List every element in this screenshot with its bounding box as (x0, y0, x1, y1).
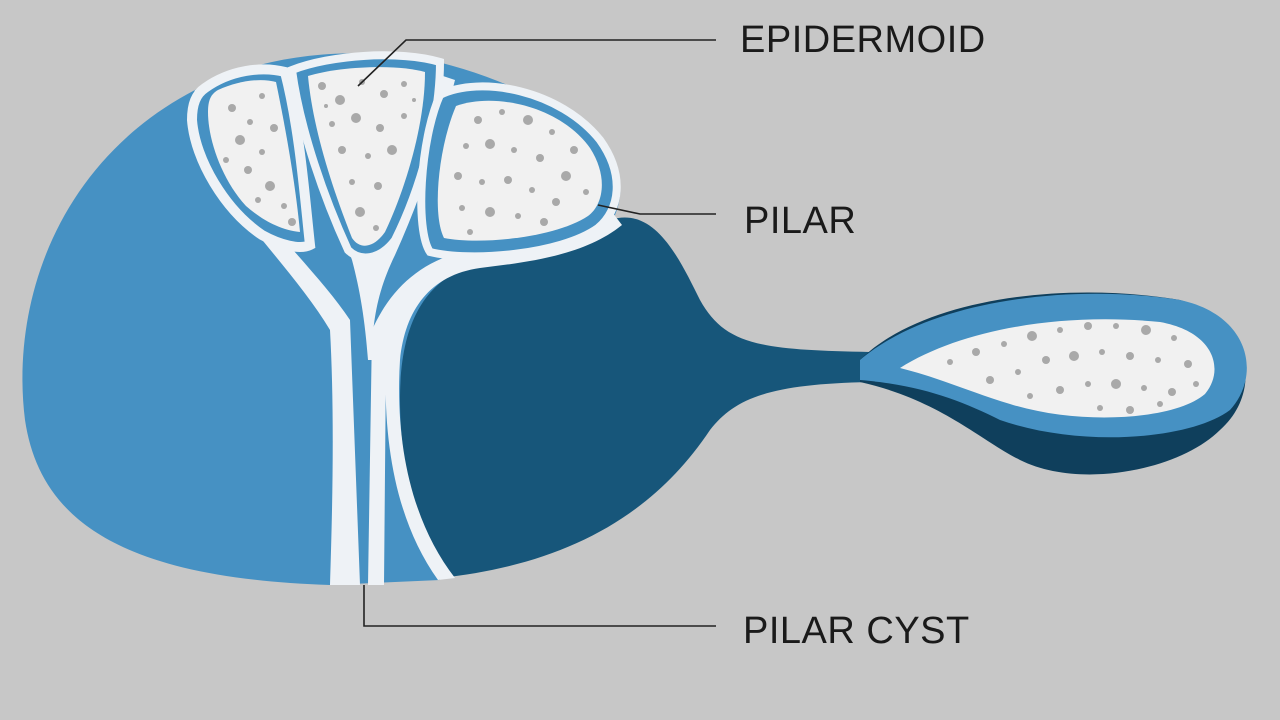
dark-lobe (395, 217, 870, 580)
left-lobule-fill (208, 80, 300, 232)
pilar-cyst-leader-line (363, 585, 716, 627)
speckle-texture (223, 79, 1199, 414)
epidermoid-leader-line (357, 39, 716, 87)
epidermoid-label: EPIDERMOID (740, 19, 986, 61)
pilar-leader-line (597, 204, 716, 215)
pilar-label: PILAR (744, 200, 857, 242)
bulb-fill (900, 319, 1215, 418)
right-lobule-fill (437, 100, 602, 241)
pilar-cyst-label: PILAR CYST (743, 610, 970, 652)
